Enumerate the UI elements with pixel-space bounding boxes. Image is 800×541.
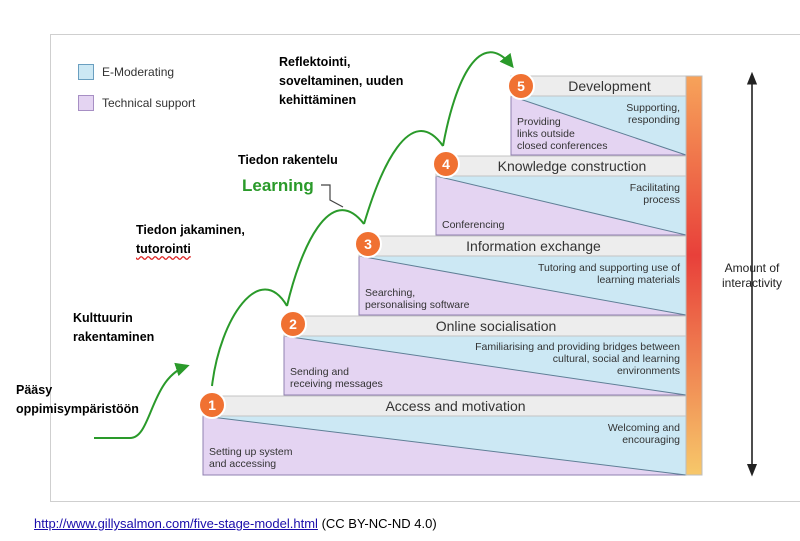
- legend-swatch-technical-support: [78, 95, 94, 111]
- stage-5-moderating-line-1: Supporting,: [626, 102, 680, 114]
- stage-3-technical-line-2: personalising software: [365, 299, 470, 311]
- stage-1-badge: [198, 391, 226, 419]
- stage-5-moderating-line-2: responding: [628, 114, 680, 126]
- label-reflektointi: Reflektointi, soveltaminen, uuden kehitt…: [279, 53, 403, 110]
- stage-1-moderating-line-1: Welcoming and: [608, 422, 680, 434]
- stage-3-moderating-line-2: learning materials: [597, 274, 680, 286]
- stage-5-badge: [507, 72, 535, 100]
- stage-2-technical-line-2: receiving messages: [290, 378, 383, 390]
- label-paasy-line-2: oppimisympäristöön: [16, 402, 139, 416]
- label-jakaminen-line-2: tutorointi: [136, 242, 191, 256]
- stage-5-technical-line-2: links outside: [517, 128, 575, 140]
- stage-2-moderating-line-2: cultural, social and learning: [553, 353, 680, 365]
- stage-3-badge: [354, 230, 382, 258]
- stage-2-title: Online socialisation: [436, 318, 557, 334]
- stage-4-moderating-line-2: process: [643, 194, 680, 206]
- stage-1-moderating-line-2: encouraging: [622, 434, 680, 446]
- stage-1-title: Access and motivation: [385, 398, 525, 414]
- stage-3-title: Information exchange: [466, 238, 601, 254]
- interactivity-label-line-1: Amount of: [725, 261, 780, 275]
- source-link[interactable]: http://www.gillysalmon.com/five-stage-mo…: [34, 516, 318, 531]
- learning-label: Learning: [242, 176, 314, 195]
- progress-arrow-hop-4-5: [442, 51, 514, 147]
- stage-3-number: 3: [364, 236, 372, 252]
- label-reflektointi-line-2: soveltaminen, uuden: [279, 74, 404, 88]
- interactivity-label-line-2: interactivity: [722, 276, 782, 290]
- stage-4-title: Knowledge construction: [498, 158, 647, 174]
- footer: http://www.gillysalmon.com/five-stage-mo…: [34, 516, 437, 531]
- stage-5-technical-line-1: Providing: [517, 116, 561, 128]
- label-kulttuurin-line-2: rakentaminen: [73, 330, 155, 344]
- label-jakaminen: Tiedon jakaminen, tutorointi: [136, 221, 245, 259]
- stage-3-moderating-line-1: Tutoring and supporting use of: [538, 262, 680, 274]
- stage-4-moderating-line-1: Facilitating: [630, 182, 680, 194]
- stage-4-technical-line-1: Conferencing: [442, 219, 505, 231]
- progress-arrow-hop-2-3: [286, 209, 365, 307]
- stage-2-moderating-line-3: environments: [617, 365, 680, 377]
- stage-2-moderating-line-1: Familiarising and providing bridges betw…: [475, 341, 680, 353]
- label-reflektointi-line-3: kehittäminen: [279, 93, 357, 107]
- label-paasy-line-1: Pääsy: [16, 383, 53, 397]
- label-kulttuurin: Kulttuurin rakentaminen: [73, 309, 154, 347]
- learning-pointer: [321, 184, 344, 208]
- progress-arrow: [94, 51, 514, 439]
- stage-5-title: Development: [568, 78, 651, 94]
- legend-swatch-e-moderating: [78, 64, 94, 80]
- interactivity-gradient-bar: [685, 75, 703, 476]
- legend-label-technical-support: Technical support: [102, 96, 196, 110]
- label-reflektointi-line-1: Reflektointi,: [279, 55, 351, 69]
- stage-1-number: 1: [208, 397, 216, 413]
- label-jakaminen-line-1: Tiedon jakaminen,: [136, 223, 245, 237]
- stage-2-badge: [279, 310, 307, 338]
- stage-4-number: 4: [442, 156, 450, 172]
- stage-4: Knowledge construction 4Facilitatingproce…: [432, 150, 687, 236]
- legend-label-e-moderating: E-Moderating: [102, 65, 175, 79]
- progress-arrow-lead: [94, 362, 190, 439]
- stage-5-number: 5: [517, 78, 525, 94]
- label-kulttuurin-line-1: Kulttuurin: [73, 311, 133, 325]
- stage-1-technical-line-2: and accessing: [209, 458, 276, 470]
- stage-2-number: 2: [289, 316, 297, 332]
- license-text: (CC BY-NC-ND 4.0): [321, 516, 437, 531]
- stage-3-technical-line-1: Searching,: [365, 287, 415, 299]
- progress-arrow-hop-3-4: [363, 130, 444, 225]
- label-rakentelu: Tiedon rakentelu: [238, 153, 338, 167]
- stage-4-badge: [432, 150, 460, 178]
- stage-5-technical-line-3: closed conferences: [517, 140, 607, 152]
- progress-arrow-hop-1-2: [211, 288, 288, 387]
- label-paasy: Pääsy oppimisympäristöön: [16, 381, 139, 419]
- stage-1-technical-line-1: Setting up system: [209, 446, 293, 458]
- stage-2-technical-line-1: Sending and: [290, 366, 349, 378]
